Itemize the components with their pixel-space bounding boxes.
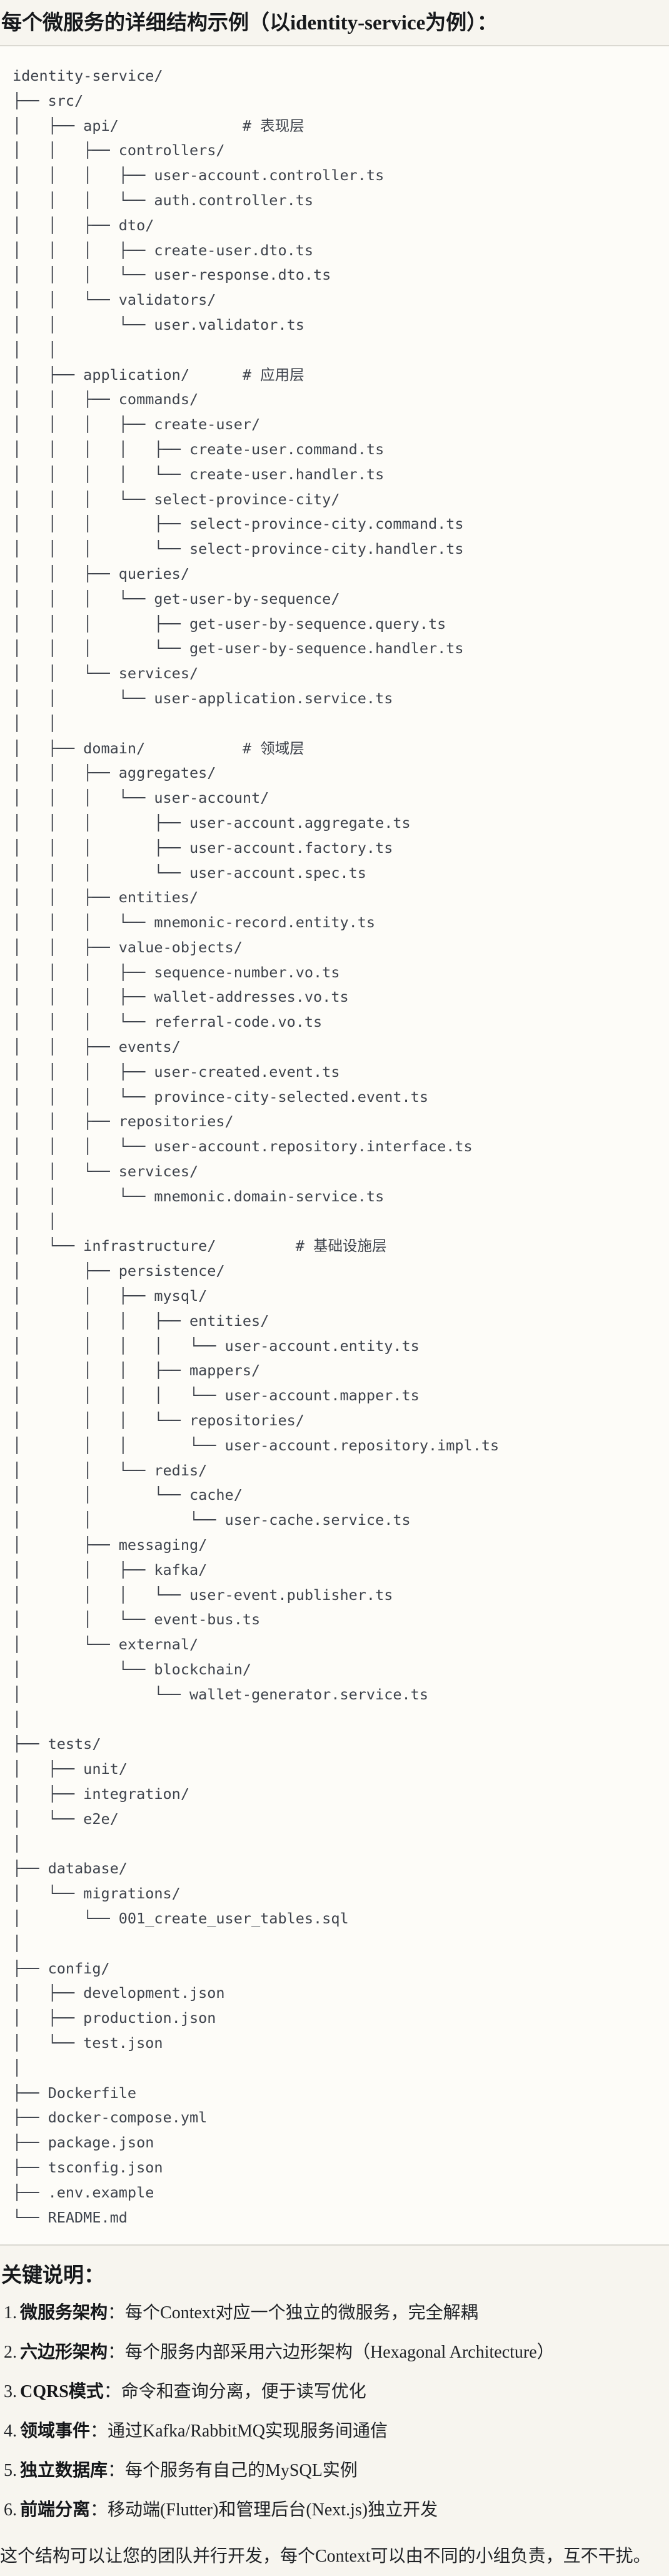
note-item-5: 5.独立数据库：每个服务有自己的MySQL实例 [0, 2459, 669, 2482]
note-text: ：每个Context对应一个独立的微服务，完全解耦 [108, 2303, 478, 2323]
note-number: 3. [4, 2382, 17, 2402]
code-block: identity-service/ ├── src/ │ ├── api/ # … [0, 45, 669, 2246]
note-item-4: 4.领域事件：通过Kafka/RabbitMQ实现服务间通信 [0, 2420, 669, 2443]
note-label: 独立数据库 [20, 2461, 108, 2481]
note-label: 领域事件 [20, 2421, 91, 2441]
page-title: 每个微服务的详细结构示例（以identity-service为例）： [1, 12, 498, 34]
note-item-1: 1.微服务架构：每个Context对应一个独立的微服务，完全解耦 [0, 2301, 669, 2324]
note-label: 前端分离 [20, 2500, 91, 2520]
note-text: ：每个服务有自己的MySQL实例 [108, 2461, 358, 2481]
note-number: 2. [4, 2343, 17, 2363]
note-text: ：命令和查询分离，便于读写优化 [103, 2382, 366, 2402]
closing-note: 这个结构可以让您的团队并行开发，每个Context可以由不同的小组负责，互不干扰… [0, 2547, 651, 2567]
directory-tree: identity-service/ ├── src/ │ ├── api/ # … [13, 67, 500, 2226]
note-number: 6. [4, 2500, 17, 2520]
notes-title: 关键说明： [1, 2264, 104, 2288]
note-item-6: 6.前端分离：移动端(Flutter)和管理后台(Next.js)独立开发 [0, 2498, 669, 2522]
note-text: ：移动端(Flutter)和管理后台(Next.js)独立开发 [90, 2500, 438, 2520]
note-item-3: 3.CQRS模式：命令和查询分离，便于读写优化 [0, 2380, 669, 2403]
note-number: 4. [4, 2421, 17, 2441]
note-label: CQRS模式 [20, 2382, 104, 2402]
note-text: ：每个服务内部采用六边形架构（Hexagonal Architecture） [108, 2343, 555, 2363]
notes-list: 1.微服务架构：每个Context对应一个独立的微服务，完全解耦 2.六边形架构… [0, 2301, 669, 2522]
note-number: 1. [4, 2303, 17, 2323]
note-label: 六边形架构 [20, 2343, 108, 2363]
note-label: 微服务架构 [20, 2303, 108, 2323]
note-item-2: 2.六边形架构：每个服务内部采用六边形架构（Hexagonal Architec… [0, 2341, 669, 2364]
note-text: ：通过Kafka/RabbitMQ实现服务间通信 [90, 2421, 388, 2441]
note-number: 5. [4, 2461, 17, 2481]
